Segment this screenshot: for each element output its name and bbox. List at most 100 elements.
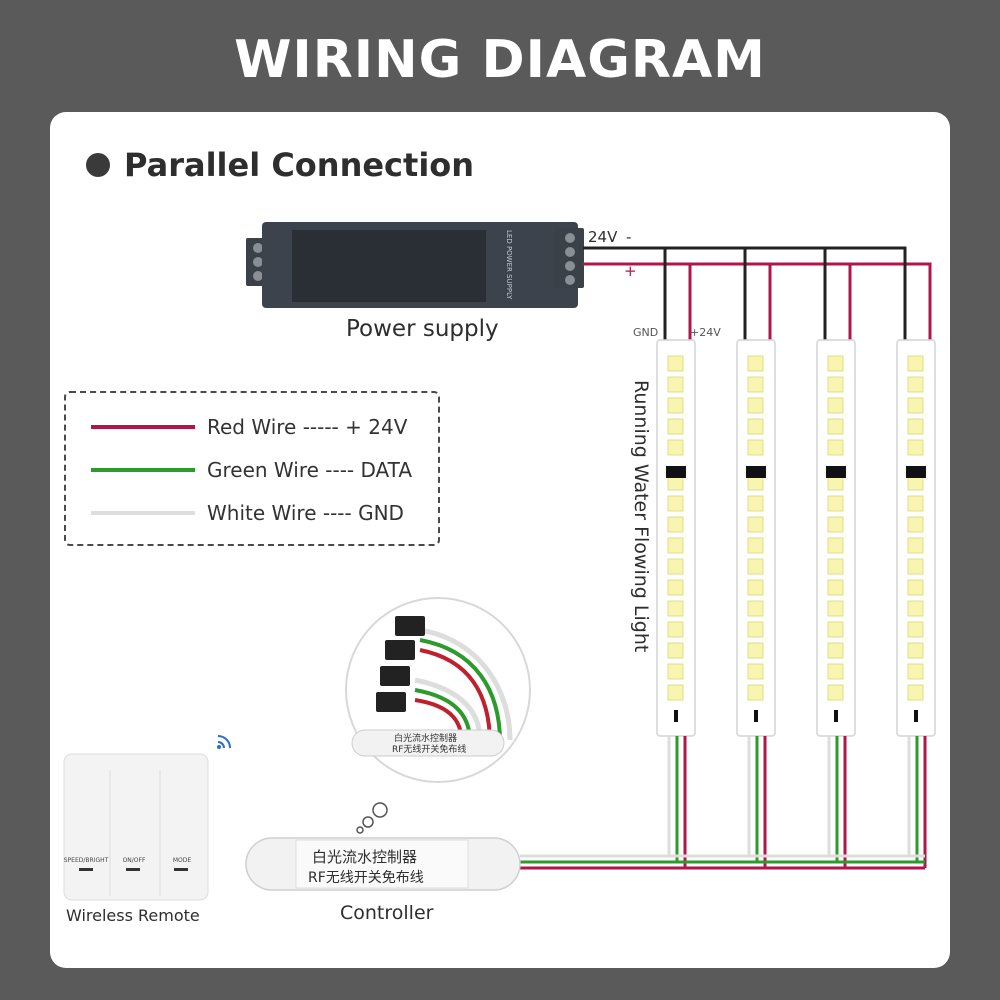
led-chip [907, 579, 924, 596]
led-chip [747, 516, 764, 533]
led-chip [907, 537, 924, 554]
positive-pin-label: +24V [690, 326, 721, 339]
resistor [754, 710, 758, 722]
led-chip [747, 376, 764, 393]
led-chip [907, 558, 924, 575]
led-chip [827, 439, 844, 456]
legend-swatch [91, 468, 195, 472]
voltage-label: 24V [588, 228, 618, 246]
wireless-signal-icon [217, 741, 225, 749]
led-chip [907, 600, 924, 617]
led-chip [667, 397, 684, 414]
led-chip [907, 495, 924, 512]
led-chip [827, 516, 844, 533]
led-chip [827, 418, 844, 435]
remote-button-label: MODE [173, 857, 192, 864]
led-chip [667, 663, 684, 680]
remote-body [63, 753, 209, 901]
led-chip [747, 642, 764, 659]
led-chip [907, 684, 924, 701]
bullet-icon [86, 153, 110, 177]
led-chip [667, 418, 684, 435]
led-chip [907, 376, 924, 393]
power-supply-label: Power supply [346, 316, 499, 342]
led-chip [827, 621, 844, 638]
ic-chip [746, 466, 766, 478]
resistor [834, 710, 838, 722]
terminal-screw [253, 243, 263, 253]
remote-button-indicator [126, 868, 140, 871]
power-supply-vent [292, 230, 486, 302]
led-chip [907, 642, 924, 659]
led-chip [907, 663, 924, 680]
mini-controller-text-1: 白光流水控制器 [394, 732, 457, 744]
thought-bubble [362, 816, 374, 828]
connector-plug [395, 616, 425, 636]
led-chip [907, 516, 924, 533]
controller-text-2: RF无线开关免布线 [308, 870, 424, 886]
terminal-screw [253, 271, 263, 281]
legend-item: White Wire ---- GND [91, 501, 404, 525]
led-chip [667, 600, 684, 617]
led-chip [827, 663, 844, 680]
led-chip [907, 418, 924, 435]
led-chip [827, 355, 844, 372]
power-supply-right-terminal [554, 228, 584, 288]
led-chip [827, 600, 844, 617]
terminal-screw [565, 275, 575, 285]
remote-button-label: SPEED/BRIGHT [64, 857, 109, 864]
page-title: WIRING DIAGRAM [234, 30, 766, 90]
ic-chip [666, 466, 686, 478]
connector-plug [385, 640, 415, 660]
led-chip [667, 579, 684, 596]
led-chip [747, 600, 764, 617]
led-chip [907, 439, 924, 456]
legend-label: White Wire ---- GND [207, 501, 404, 525]
connector-plug [376, 692, 406, 712]
led-chip [827, 642, 844, 659]
terminal-screw [253, 257, 263, 267]
legend-swatch [91, 511, 195, 515]
led-chip [747, 621, 764, 638]
gnd-pin-label: GND [633, 326, 659, 339]
strip-label: Running Water Flowing Light [630, 380, 652, 653]
legend-label: Red Wire ----- + 24V [207, 415, 408, 439]
green-lead [419, 638, 502, 743]
legend-item: Green Wire ---- DATA [91, 458, 412, 482]
led-chip [667, 516, 684, 533]
terminal-screw [565, 233, 575, 243]
minus-label: - [626, 228, 632, 246]
connector-plug [380, 666, 410, 686]
led-chip [827, 684, 844, 701]
led-strips [656, 339, 936, 737]
led-chip [667, 558, 684, 575]
led-chip [827, 495, 844, 512]
led-chip [827, 376, 844, 393]
led-chip [907, 621, 924, 638]
led-chip [667, 376, 684, 393]
led-chip [667, 684, 684, 701]
white-lead [419, 627, 513, 741]
legend-swatch [91, 425, 195, 429]
led-chip [747, 579, 764, 596]
led-chip [667, 355, 684, 372]
controller-label: Controller [340, 902, 434, 924]
mini-controller-text-2: RF无线开关免布线 [392, 743, 466, 755]
plus-label: + [624, 262, 637, 280]
led-chip [827, 537, 844, 554]
led-chip [747, 558, 764, 575]
terminal-screw [565, 261, 575, 271]
led-chip [667, 621, 684, 638]
section-heading: Parallel Connection [86, 146, 474, 184]
wireless-signal-icon [217, 745, 221, 749]
remote-button-indicator [174, 868, 188, 871]
resistor [914, 710, 918, 722]
led-chip [747, 537, 764, 554]
legend-item: Red Wire ----- + 24V [91, 415, 407, 439]
led-chip [747, 397, 764, 414]
wireless-signal-icon [217, 735, 231, 749]
ic-chip [826, 466, 846, 478]
led-chip [907, 355, 924, 372]
led-chip [747, 495, 764, 512]
